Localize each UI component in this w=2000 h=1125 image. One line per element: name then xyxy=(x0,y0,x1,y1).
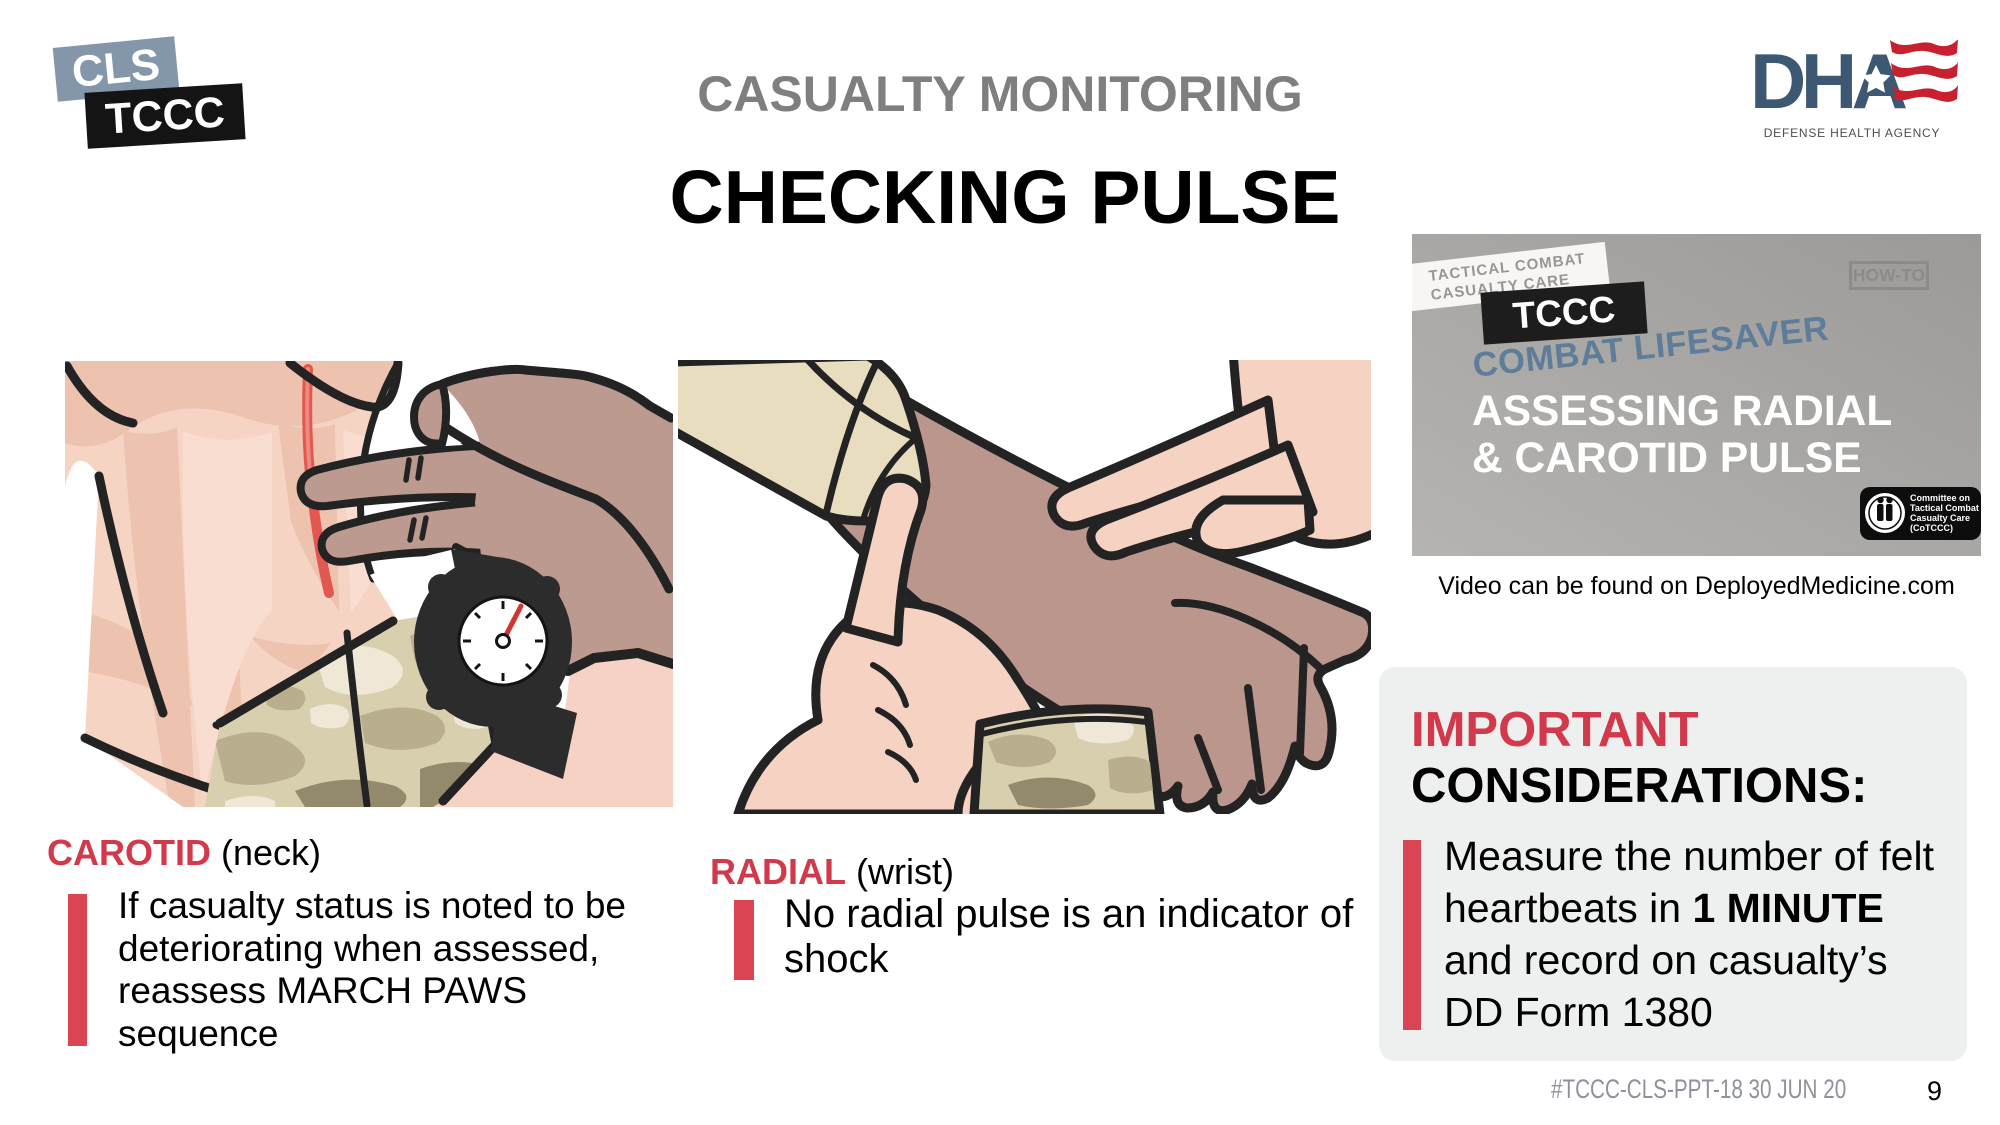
svg-text:Casualty Care: Casualty Care xyxy=(1910,513,1970,523)
svg-text:Committee on: Committee on xyxy=(1910,493,1970,503)
svg-text:(CoTCCC): (CoTCCC) xyxy=(1910,523,1953,533)
svg-text:Tactical Combat: Tactical Combat xyxy=(1910,503,1979,513)
